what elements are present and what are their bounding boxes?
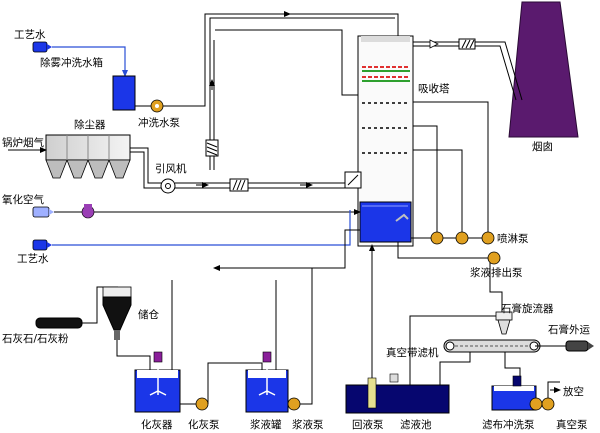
gypsum-out-label: 石膏外运 (548, 323, 590, 336)
boiler-flue-gas-inlet: 锅炉烟气 (2, 136, 47, 153)
spray-pump-label: 喷淋泵 (497, 232, 529, 245)
vacuum-belt-filter: 真空带滤机 (386, 339, 566, 385)
oxidation-air-line: 氧化空气 (2, 193, 361, 219)
absorber-tower: 吸收塔 (357, 35, 450, 247)
flue-duct: 引风机 (130, 147, 362, 194)
gypsum-cyclone-label: 石膏旋流器 (501, 302, 554, 315)
flush-pump-label: 冲洗水泵 (138, 116, 180, 129)
demister-wash-line (138, 11, 399, 170)
absorber-label: 吸收塔 (418, 82, 450, 95)
vacuum-belt-filter-label: 真空带滤机 (386, 346, 439, 359)
slurry-feed-line (213, 229, 360, 405)
spray-recirculation: 喷淋泵 (411, 101, 529, 245)
boiler-flue-gas-label: 锅炉烟气 (2, 136, 44, 149)
limestone-label: 石灰石/石灰粉 (2, 332, 69, 345)
flush-pump: 冲洗水泵 (138, 99, 180, 129)
flue-outlet-duct (413, 38, 523, 101)
return-pump-label: 回液泵 (352, 418, 384, 431)
filtrate-tank-label: 滤液池 (400, 418, 432, 431)
slurry-pump-label: 浆液泵 (292, 418, 324, 431)
slurry-discharge-pump-label: 浆液排出泵 (470, 266, 523, 279)
dust-collector-label: 除尘器 (74, 118, 106, 131)
vent-label: 放空 (563, 385, 584, 398)
demister-tank-label: 除雾冲洗水箱 (40, 56, 103, 69)
dust-collector: 除尘器 (45, 118, 131, 179)
cloth-wash-system: 放空 滤布冲洗泵 真空泵 (482, 375, 588, 431)
storage-bin-label: 储仓 (138, 308, 159, 321)
process-water-top-label: 工艺水 (14, 29, 46, 41)
process-water-bottom-label: 工艺水 (17, 253, 49, 265)
slurry-tank: 浆液罐 (245, 280, 292, 431)
induced-fan-label: 引风机 (155, 162, 187, 175)
oxidation-air-label: 氧化空气 (2, 193, 44, 206)
lime-slaker-pump: 化灰泵 (188, 362, 263, 431)
limestone-inlet: 石灰石/石灰粉 (2, 317, 83, 345)
demister-wash-tank: 除雾冲洗水箱 (40, 56, 150, 111)
process-water-bottom: 工艺水 (17, 210, 351, 265)
chimney-label: 烟囱 (532, 140, 553, 153)
slurry-pump: 浆液泵 (287, 397, 324, 431)
process-water-top: 工艺水 (14, 29, 128, 77)
storage-bin: 储仓 (82, 286, 159, 370)
lime-slaker: 化灰器 (134, 280, 196, 431)
vacuum-pump-label: 真空泵 (556, 418, 588, 431)
lime-slaker-pump-label: 化灰泵 (188, 418, 220, 431)
gypsum-out: 石膏外运 (548, 323, 594, 352)
cloth-wash-pump-label: 滤布冲洗泵 (482, 418, 535, 431)
lime-slaker-label: 化灰器 (141, 418, 173, 431)
slurry-tank-label: 浆液罐 (250, 418, 282, 431)
filtrate-tank: 回液泵 滤液池 (345, 244, 450, 431)
slurry-discharge: 浆液排出泵 (397, 242, 523, 312)
chimney: 烟囱 (508, 1, 579, 153)
gypsum-cyclone: 石膏旋流器 (409, 302, 554, 385)
